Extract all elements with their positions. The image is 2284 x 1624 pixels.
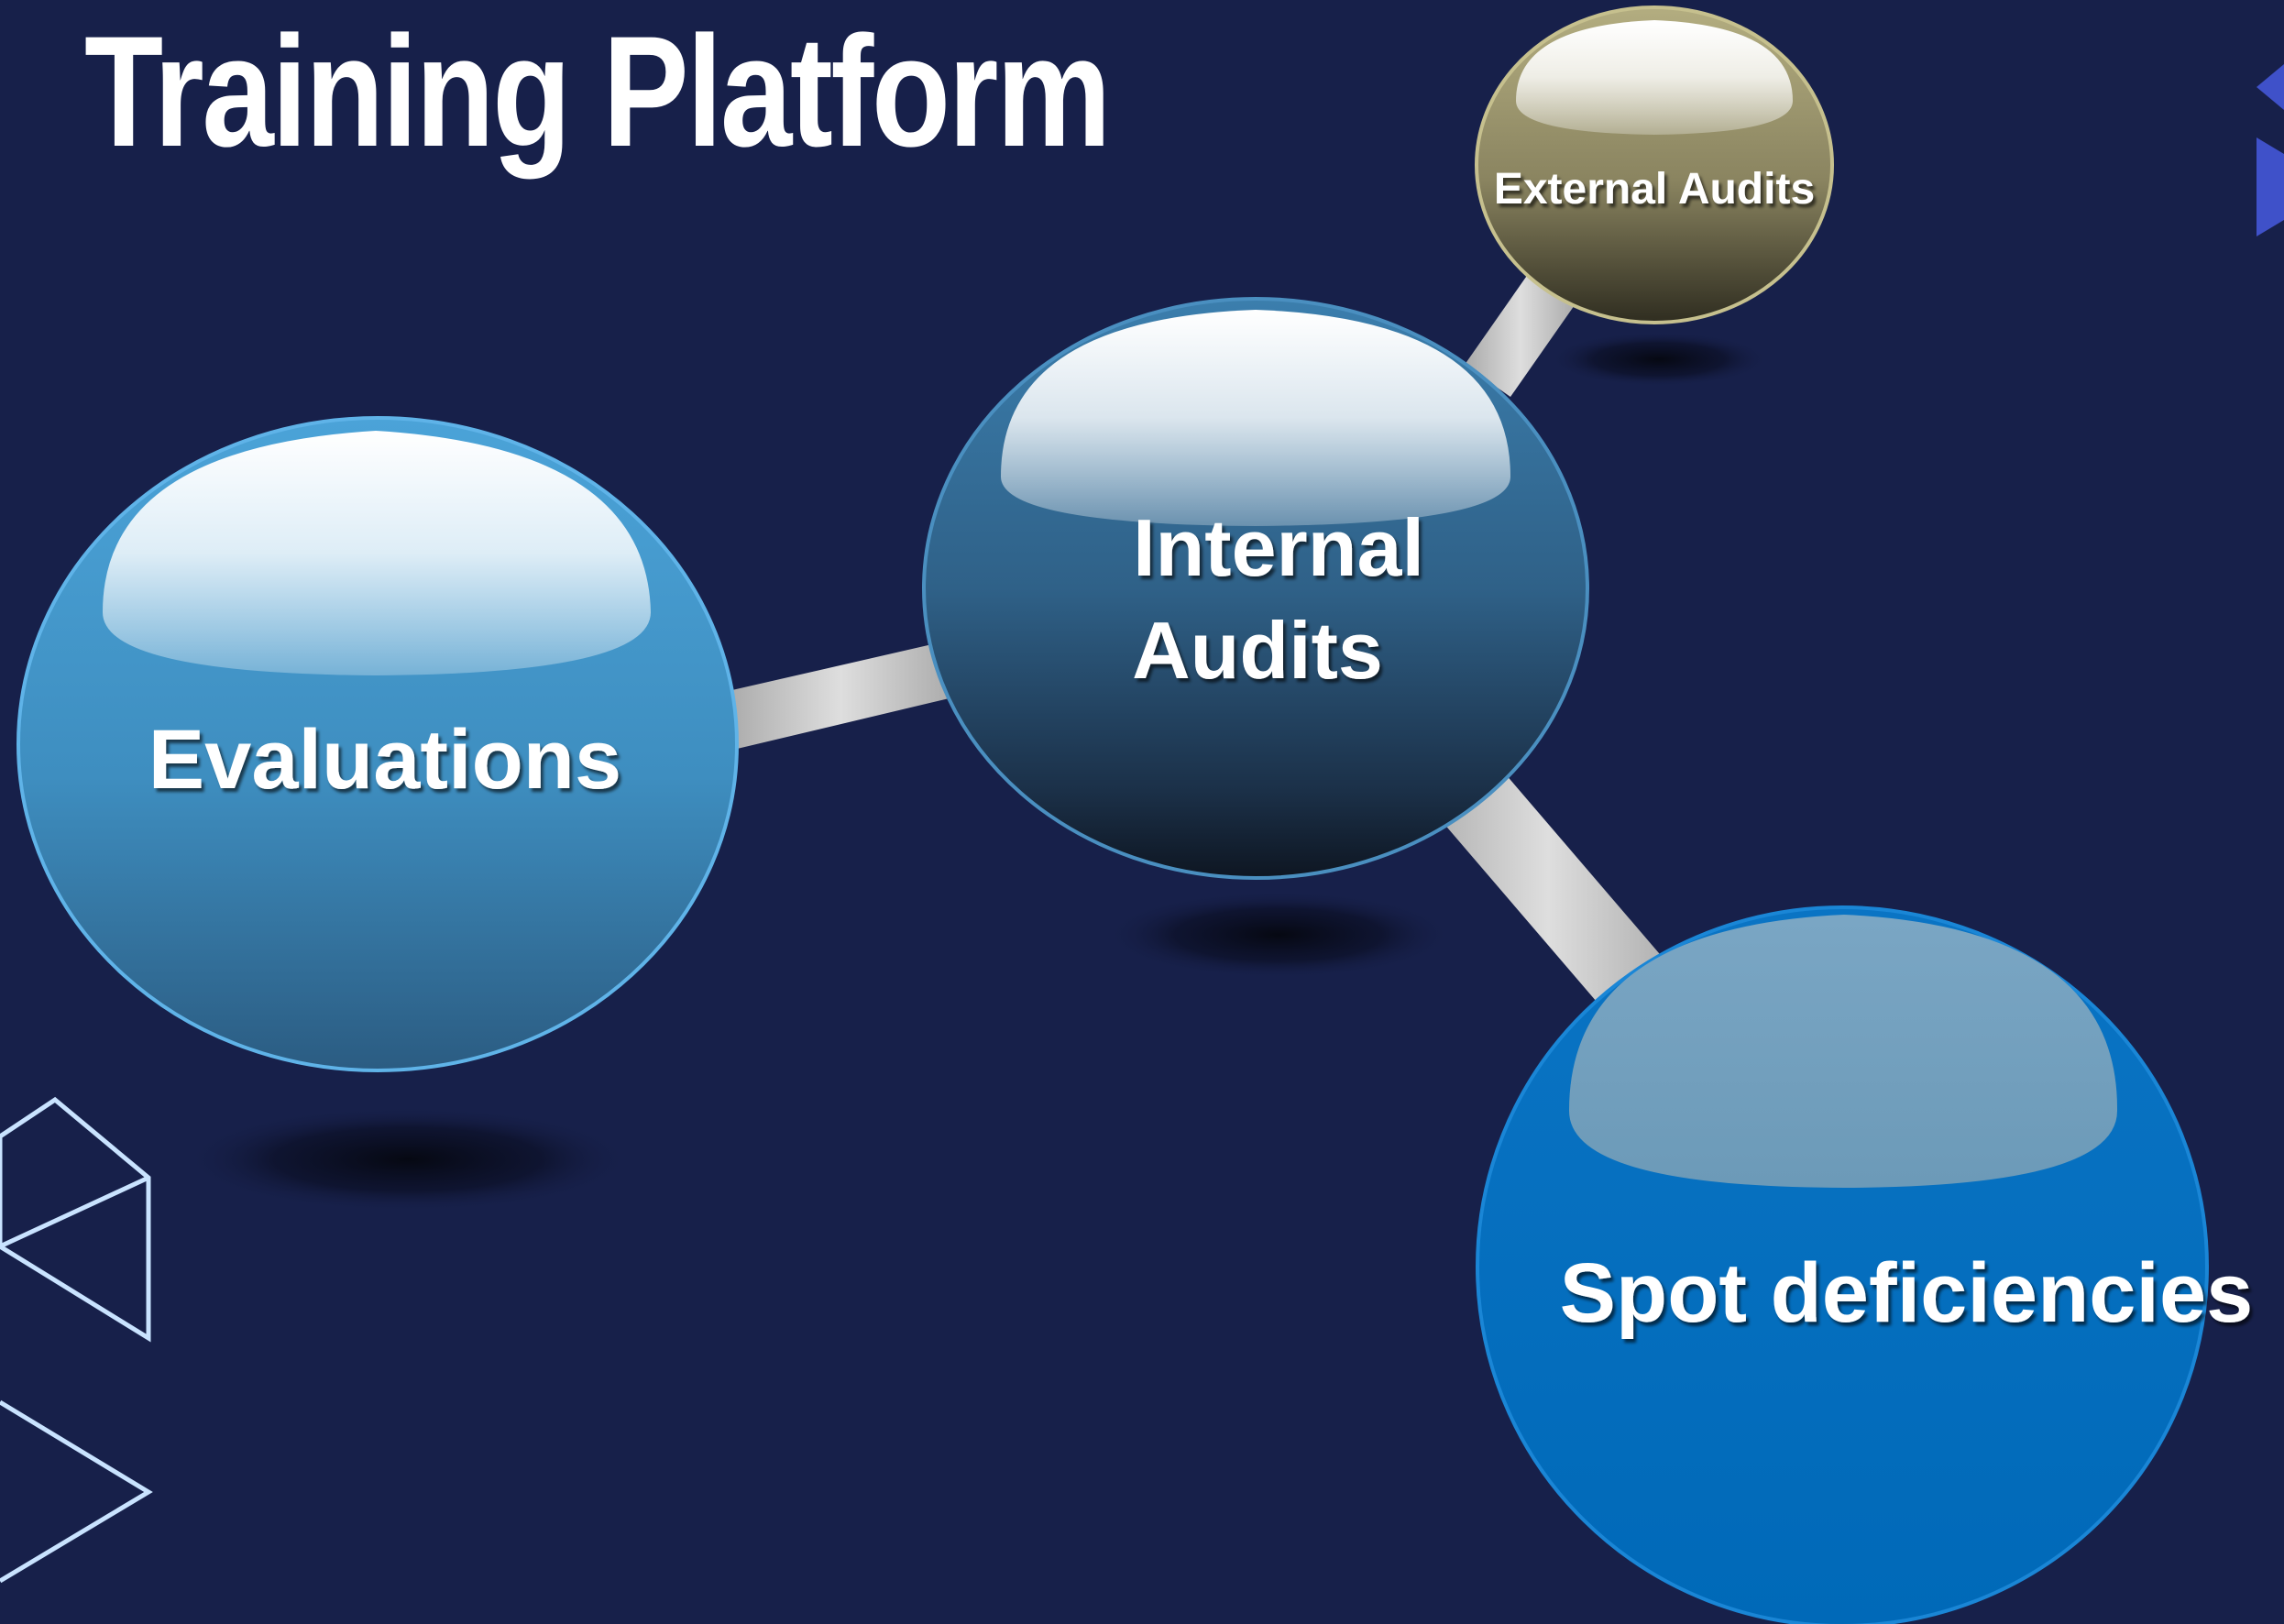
node-evaluations-gloss — [103, 431, 651, 675]
decor-triangle-left-2 — [0, 1175, 150, 1249]
decor-triangle-right-1 — [2257, 64, 2284, 110]
node-external-audits-gloss — [1516, 20, 1793, 135]
connector-evaluations-internal — [724, 642, 957, 750]
connector-internal-spot — [1410, 729, 1686, 1040]
node-internal-audits[interactable]: Internal Audits — [922, 297, 1589, 880]
node-internal-audits-label-line1: Internal — [1133, 502, 1424, 593]
evaluations-shadow — [183, 1106, 632, 1213]
node-evaluations[interactable]: Evaluations — [16, 416, 739, 1072]
node-spot-deficiencies-label: Spot deficiencies — [1560, 1246, 2254, 1340]
node-internal-audits-gloss — [1001, 310, 1510, 526]
external-audits-shadow — [1549, 332, 1769, 387]
node-internal-audits-label-line2: Audits — [1132, 605, 1383, 696]
decor-triangle-left-3 — [0, 1399, 153, 1584]
node-external-audits[interactable]: External Audits — [1475, 5, 1834, 324]
node-spot-deficiencies[interactable]: Spot deficiencies — [1476, 905, 2254, 1624]
internal-audits-shadow — [1104, 891, 1453, 979]
node-external-audits-label: External Audits — [1494, 165, 1815, 214]
node-evaluations-label: Evaluations — [148, 713, 621, 807]
node-spot-deficiencies-gloss — [1569, 915, 2118, 1188]
decor-triangle-left-1 — [0, 1096, 151, 1343]
slide-title: Training Platform — [84, 4, 1111, 180]
connector-internal-external — [1465, 270, 1576, 397]
decor-triangle-right-2 — [2257, 137, 2284, 236]
